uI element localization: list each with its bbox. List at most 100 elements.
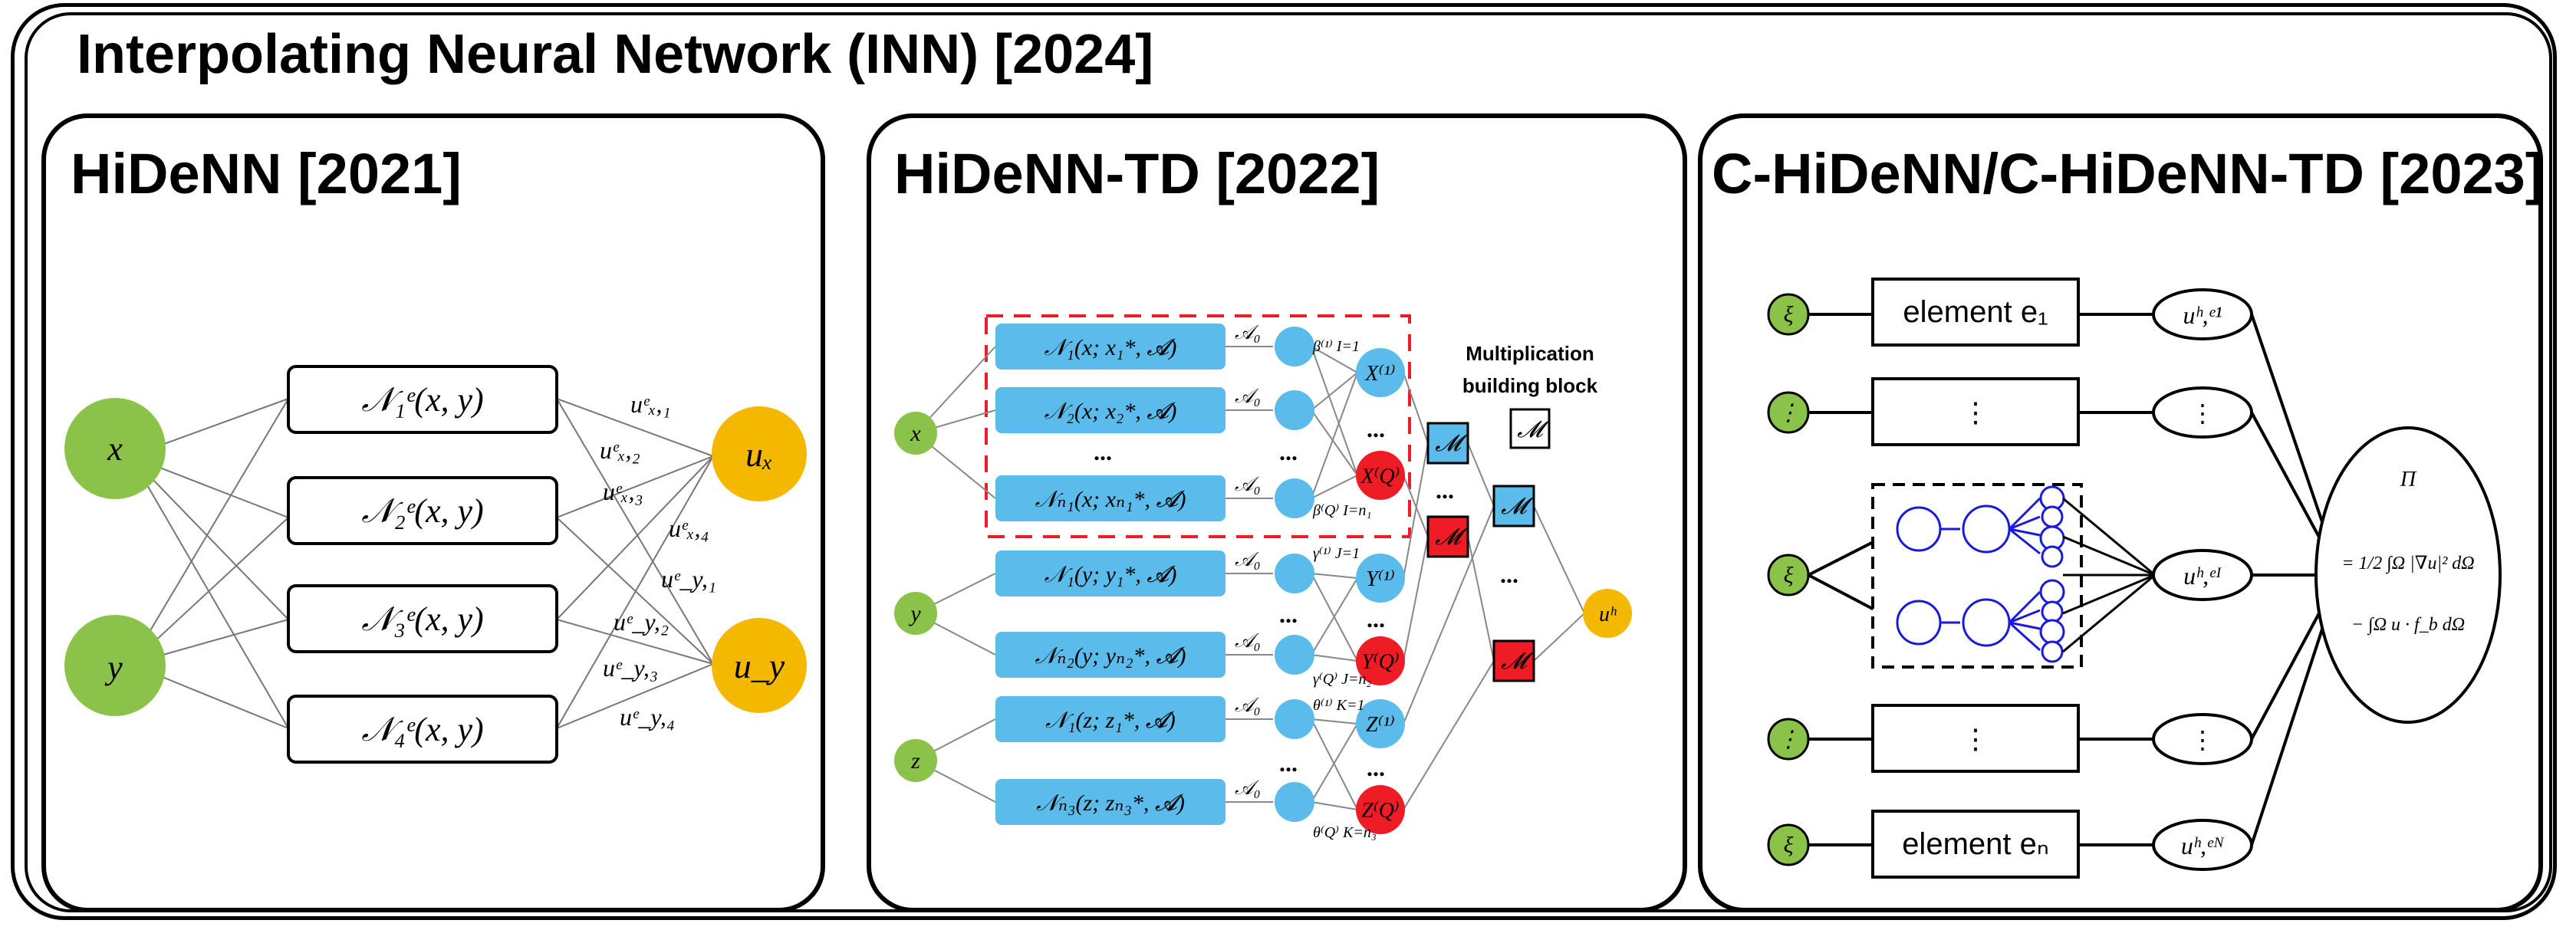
td-coefficients: β⁽¹⁾ I=1 β⁽Q⁾ I=n₁ γ⁽¹⁾ J=1 γ⁽Q⁾ J=n₂ θ⁽… — [1312, 338, 1377, 841]
shape-fn-box-3 — [287, 584, 558, 653]
td-mode-nodes: X⁽¹⁾ X⁽Q⁾ Y⁽¹⁾ Y⁽Q⁾ Z⁽¹⁾ Z⁽Q⁾ — [1356, 348, 1405, 834]
functional-term-2: − ∫Ω u · f_b dΩ — [2351, 615, 2465, 636]
output-label-1: uʰ,ᵉ¹ — [2183, 301, 2222, 329]
mode-label-zq: Z⁽Q⁾ — [1361, 799, 1400, 823]
coef-label: θ⁽Q⁾ K=n₃ — [1313, 824, 1377, 841]
outer-frame — [11, 3, 2557, 920]
network-node — [2041, 600, 2064, 623]
xi-node-dots-2 — [1767, 718, 1810, 761]
coef-label: θ⁽¹⁾ K=1 — [1313, 697, 1364, 714]
a0-labels: 𝒜₀ 𝒜₀ 𝒜₀ 𝒜₀ 𝒜₀ 𝒜₀ 𝒜₀ — [1235, 321, 1261, 799]
mult-block-blue-2 — [1492, 485, 1535, 527]
output-label-ux: uₓ — [745, 435, 773, 474]
output-ellipse-1 — [2152, 288, 2253, 340]
weight-5: uᵉ_y,₁ — [661, 565, 716, 593]
dots: ... — [1367, 605, 1385, 633]
xi-label: ξ — [1784, 833, 1794, 858]
xi-node-dots-1 — [1767, 391, 1810, 434]
td-input-z — [894, 739, 937, 782]
xi-node-1 — [1767, 293, 1810, 336]
td-box-label-zn: 𝒩ₙ₃(z; zₙ₃*, 𝓐) — [1036, 790, 1185, 816]
td-input-x — [894, 412, 937, 455]
shape-fn-label-2: 𝒩₂ᵉ(x, y) — [361, 492, 483, 530]
network-output-lines — [2062, 497, 2156, 653]
xi-node-n — [1767, 823, 1810, 866]
output-label-n: uʰ,ᵉᴺ — [2181, 832, 2224, 859]
small-node — [1275, 635, 1314, 675]
input-node-y — [64, 615, 166, 716]
mult-block-legend — [1509, 408, 1551, 449]
network-node — [1896, 506, 1942, 552]
dots: ... — [1094, 438, 1112, 465]
td-dots: ... ... ... ... ... ... ... ... ... — [1094, 415, 1518, 781]
mult-block-red-1 — [1426, 515, 1469, 558]
td-box-label-z1: 𝒩₁(z; z₁*, 𝓐) — [1045, 708, 1175, 733]
td-small-nodes — [1275, 327, 1314, 822]
small-node — [1275, 478, 1314, 518]
weight-3: uᵉₓ,₃ — [603, 478, 643, 505]
mult-legend-line-1: Multiplication — [1466, 342, 1594, 365]
xi-label: ξ — [1784, 302, 1794, 327]
red-dashed-frame — [985, 314, 1411, 538]
small-node — [1275, 699, 1314, 739]
main-title: Interpolating Neural Network (INN) [2024… — [77, 24, 1154, 85]
mode-node-xq — [1356, 451, 1405, 500]
shape-fn-label-3: 𝒩₃ᵉ(x, y) — [361, 600, 483, 638]
mode-label-x1: X⁽¹⁾ — [1364, 362, 1395, 386]
mult-block-red-2 — [1492, 639, 1535, 682]
td-box-label-x2: 𝒩₂(x; x₂*, 𝓐) — [1045, 399, 1177, 424]
panel-title-c-hidenn: C-HiDeNN/C-HiDeNN-TD [2023] — [1712, 142, 2545, 205]
a0-label: 𝒜₀ — [1235, 629, 1261, 652]
mode-node-yq — [1356, 636, 1405, 685]
small-node — [1275, 554, 1314, 593]
network-node — [2041, 545, 2064, 568]
shape-fn-label-4: 𝒩₄ᵉ(x, y) — [361, 711, 483, 748]
vdots-label: ⋮ — [2190, 726, 2215, 754]
output-ellipse-n — [2152, 819, 2253, 871]
small-node — [1275, 782, 1314, 822]
vdots-label: ⋮ — [1962, 724, 1989, 754]
td-input-label-z: z — [910, 748, 920, 774]
hidenn-td-connections — [915, 346, 1585, 810]
panel-title-hidenn: HiDeNN [2021] — [71, 142, 462, 205]
td-box-z1 — [995, 696, 1225, 742]
output-ellipse-dots-1 — [2152, 386, 2253, 439]
xi-node-i — [1767, 554, 1810, 596]
a0-label: 𝒜₀ — [1235, 321, 1261, 343]
weight-6: uᵉ_y,₂ — [614, 608, 669, 636]
vdots-label: ⋮ — [1777, 727, 1800, 752]
element-box-1 — [1871, 278, 2080, 347]
a0-label: 𝒜₀ — [1235, 694, 1261, 716]
a0-label: 𝒜₀ — [1235, 473, 1261, 495]
dots: ... — [1279, 600, 1298, 628]
element-label-n: element eₙ — [1902, 827, 2049, 861]
dots: ... — [1367, 754, 1385, 781]
td-box-x2 — [995, 387, 1225, 433]
a0-label: 𝒜₀ — [1235, 548, 1261, 570]
vdots-label: ⋮ — [1962, 397, 1989, 428]
mode-label-yq: Y⁽Q⁾ — [1361, 650, 1400, 674]
shape-fn-box-1 — [287, 365, 558, 434]
network-node — [1962, 504, 2011, 554]
element-box-n — [1871, 810, 2080, 879]
mode-node-zq — [1356, 785, 1405, 834]
td-boxes: 𝒩₁(x; x₁*, 𝓐) 𝒩₂(x; x₂*, 𝓐) 𝒩ₙ₁(x; xₙ₁*,… — [995, 324, 1225, 825]
td-box-label-yn: 𝒩ₙ₂(y; yₙ₂*, 𝓐) — [1035, 643, 1186, 669]
c-hidenn-outputs: uʰ,ᵉ¹ ⋮ uʰ,ᵉᴵ ⋮ uʰ,ᵉᴺ — [2152, 288, 2253, 871]
weight-4: uᵉₓ,₄ — [669, 514, 709, 542]
mode-label-y1: Y⁽¹⁾ — [1366, 567, 1395, 591]
element-box-dots-2 — [1871, 704, 2080, 773]
network-node — [2039, 579, 2065, 605]
functional-pi: Π — [2400, 468, 2417, 491]
weight-2: uᵉₓ,₂ — [600, 436, 640, 464]
output-ellipse-dots-2 — [2152, 713, 2253, 765]
element-box-dots-1 — [1871, 377, 2080, 446]
element-network — [1896, 485, 2065, 663]
td-box-xn — [995, 475, 1225, 521]
dots: ... — [1436, 476, 1454, 504]
network-node — [1962, 598, 2011, 647]
mode-node-z1 — [1356, 699, 1405, 748]
td-box-x1 — [995, 324, 1225, 370]
